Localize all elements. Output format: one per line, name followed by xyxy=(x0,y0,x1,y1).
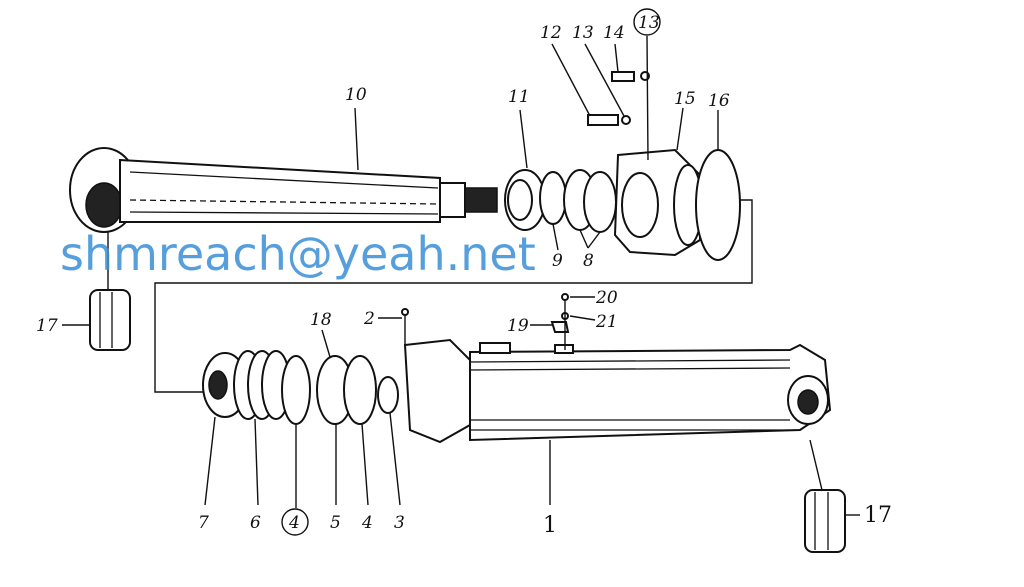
callout-4: 4 xyxy=(361,513,373,533)
piston-assembly xyxy=(202,350,399,425)
callout-8: 8 xyxy=(583,251,594,271)
watermark: shmreach@yeah.net xyxy=(60,227,536,281)
callout-circle-13 xyxy=(633,8,661,36)
callout-14: 14 xyxy=(603,23,625,43)
callout-21: 21 xyxy=(595,312,618,332)
callout-17-right: 17 xyxy=(864,503,892,528)
bushing-17-right xyxy=(804,439,846,553)
seals-9-8 xyxy=(539,169,617,233)
callout-1: 1 xyxy=(543,513,557,538)
bolts-12-14 xyxy=(587,71,650,126)
o-ring-16 xyxy=(695,149,741,261)
callout-10: 10 xyxy=(345,85,367,105)
callout-13: 13 xyxy=(572,23,594,43)
callout-20: 20 xyxy=(595,288,618,308)
assembly-line xyxy=(154,199,753,393)
callout-4-circled: 4 xyxy=(288,513,300,533)
callout-13-circled: 13 xyxy=(638,13,660,33)
leader-lines xyxy=(62,35,860,516)
cylinder-head-15 xyxy=(613,148,703,257)
callout-12: 12 xyxy=(540,23,562,43)
small-parts xyxy=(401,293,570,350)
callout-9: 9 xyxy=(552,251,563,271)
bushing-17-left xyxy=(89,232,131,351)
cylinder-barrel-1 xyxy=(403,338,832,444)
callout-18: 18 xyxy=(310,310,332,330)
piston-rod-10 xyxy=(69,147,498,233)
callout-circle-4 xyxy=(281,508,309,536)
callout-2: 2 xyxy=(363,309,375,329)
callout-17-left: 17 xyxy=(36,316,58,336)
callout-6: 6 xyxy=(250,513,261,533)
callout-3: 3 xyxy=(394,513,405,533)
callout-15: 15 xyxy=(674,89,696,109)
nut-11 xyxy=(504,169,546,231)
callout-7: 7 xyxy=(198,513,209,533)
callout-19: 19 xyxy=(507,316,529,336)
callout-5: 5 xyxy=(330,513,341,533)
callout-16: 16 xyxy=(708,91,730,111)
callout-11: 11 xyxy=(508,87,530,107)
